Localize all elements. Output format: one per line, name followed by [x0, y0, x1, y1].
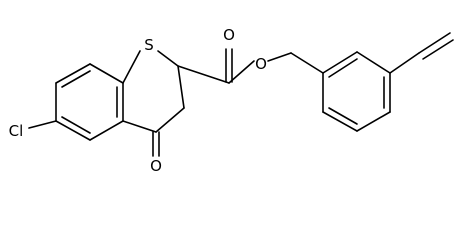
ketone-oxygen-label: O [150, 157, 162, 175]
bond-carbonyl-ester-o [228, 60, 255, 84]
bond-c-cl [28, 120, 57, 129]
bond-ch2-ring [290, 52, 324, 74]
bond-ring-b-double-1 [328, 58, 358, 78]
bond-c2-carbonyl [177, 65, 230, 84]
atom-labels: S O O O Cl [9, 26, 267, 175]
bond-ring-a-2 [89, 63, 124, 84]
bond-ring-a-5 [55, 120, 91, 141]
bond-ring-b-4 [356, 111, 391, 132]
bond-ester-o-ch2 [267, 52, 292, 62]
chlorine-label: Cl [9, 122, 24, 140]
bond-c3-c4 [155, 107, 185, 133]
bond-ring-a-4 [89, 120, 124, 141]
bond-c4-c4a [122, 120, 157, 133]
bond-c2-c3 [177, 65, 185, 109]
bond-ring-b-5 [322, 111, 358, 132]
bond-ring-b-1 [322, 51, 358, 74]
bond-ring-b-double-3 [328, 107, 358, 125]
bond-ring-a-double-1 [61, 70, 91, 88]
ester-oxygen-label: O [255, 55, 267, 73]
bond-ring-a-1 [55, 63, 91, 84]
bonds [28, 32, 454, 157]
chemical-structure: S O O O Cl [9, 26, 454, 175]
bond-vinyl-double-1 [418, 32, 451, 54]
sulfur-label: S [144, 36, 154, 54]
bond-ring-vinyl [389, 52, 420, 74]
bond-c8a-s [122, 50, 141, 84]
bond-ring-b-2 [356, 51, 391, 74]
carbonyl-oxygen-ester-label: O [223, 26, 235, 44]
bond-s-c2 [157, 50, 179, 67]
bond-ring-a-double-3 [61, 116, 91, 134]
bond-vinyl-double-2 [422, 39, 454, 60]
